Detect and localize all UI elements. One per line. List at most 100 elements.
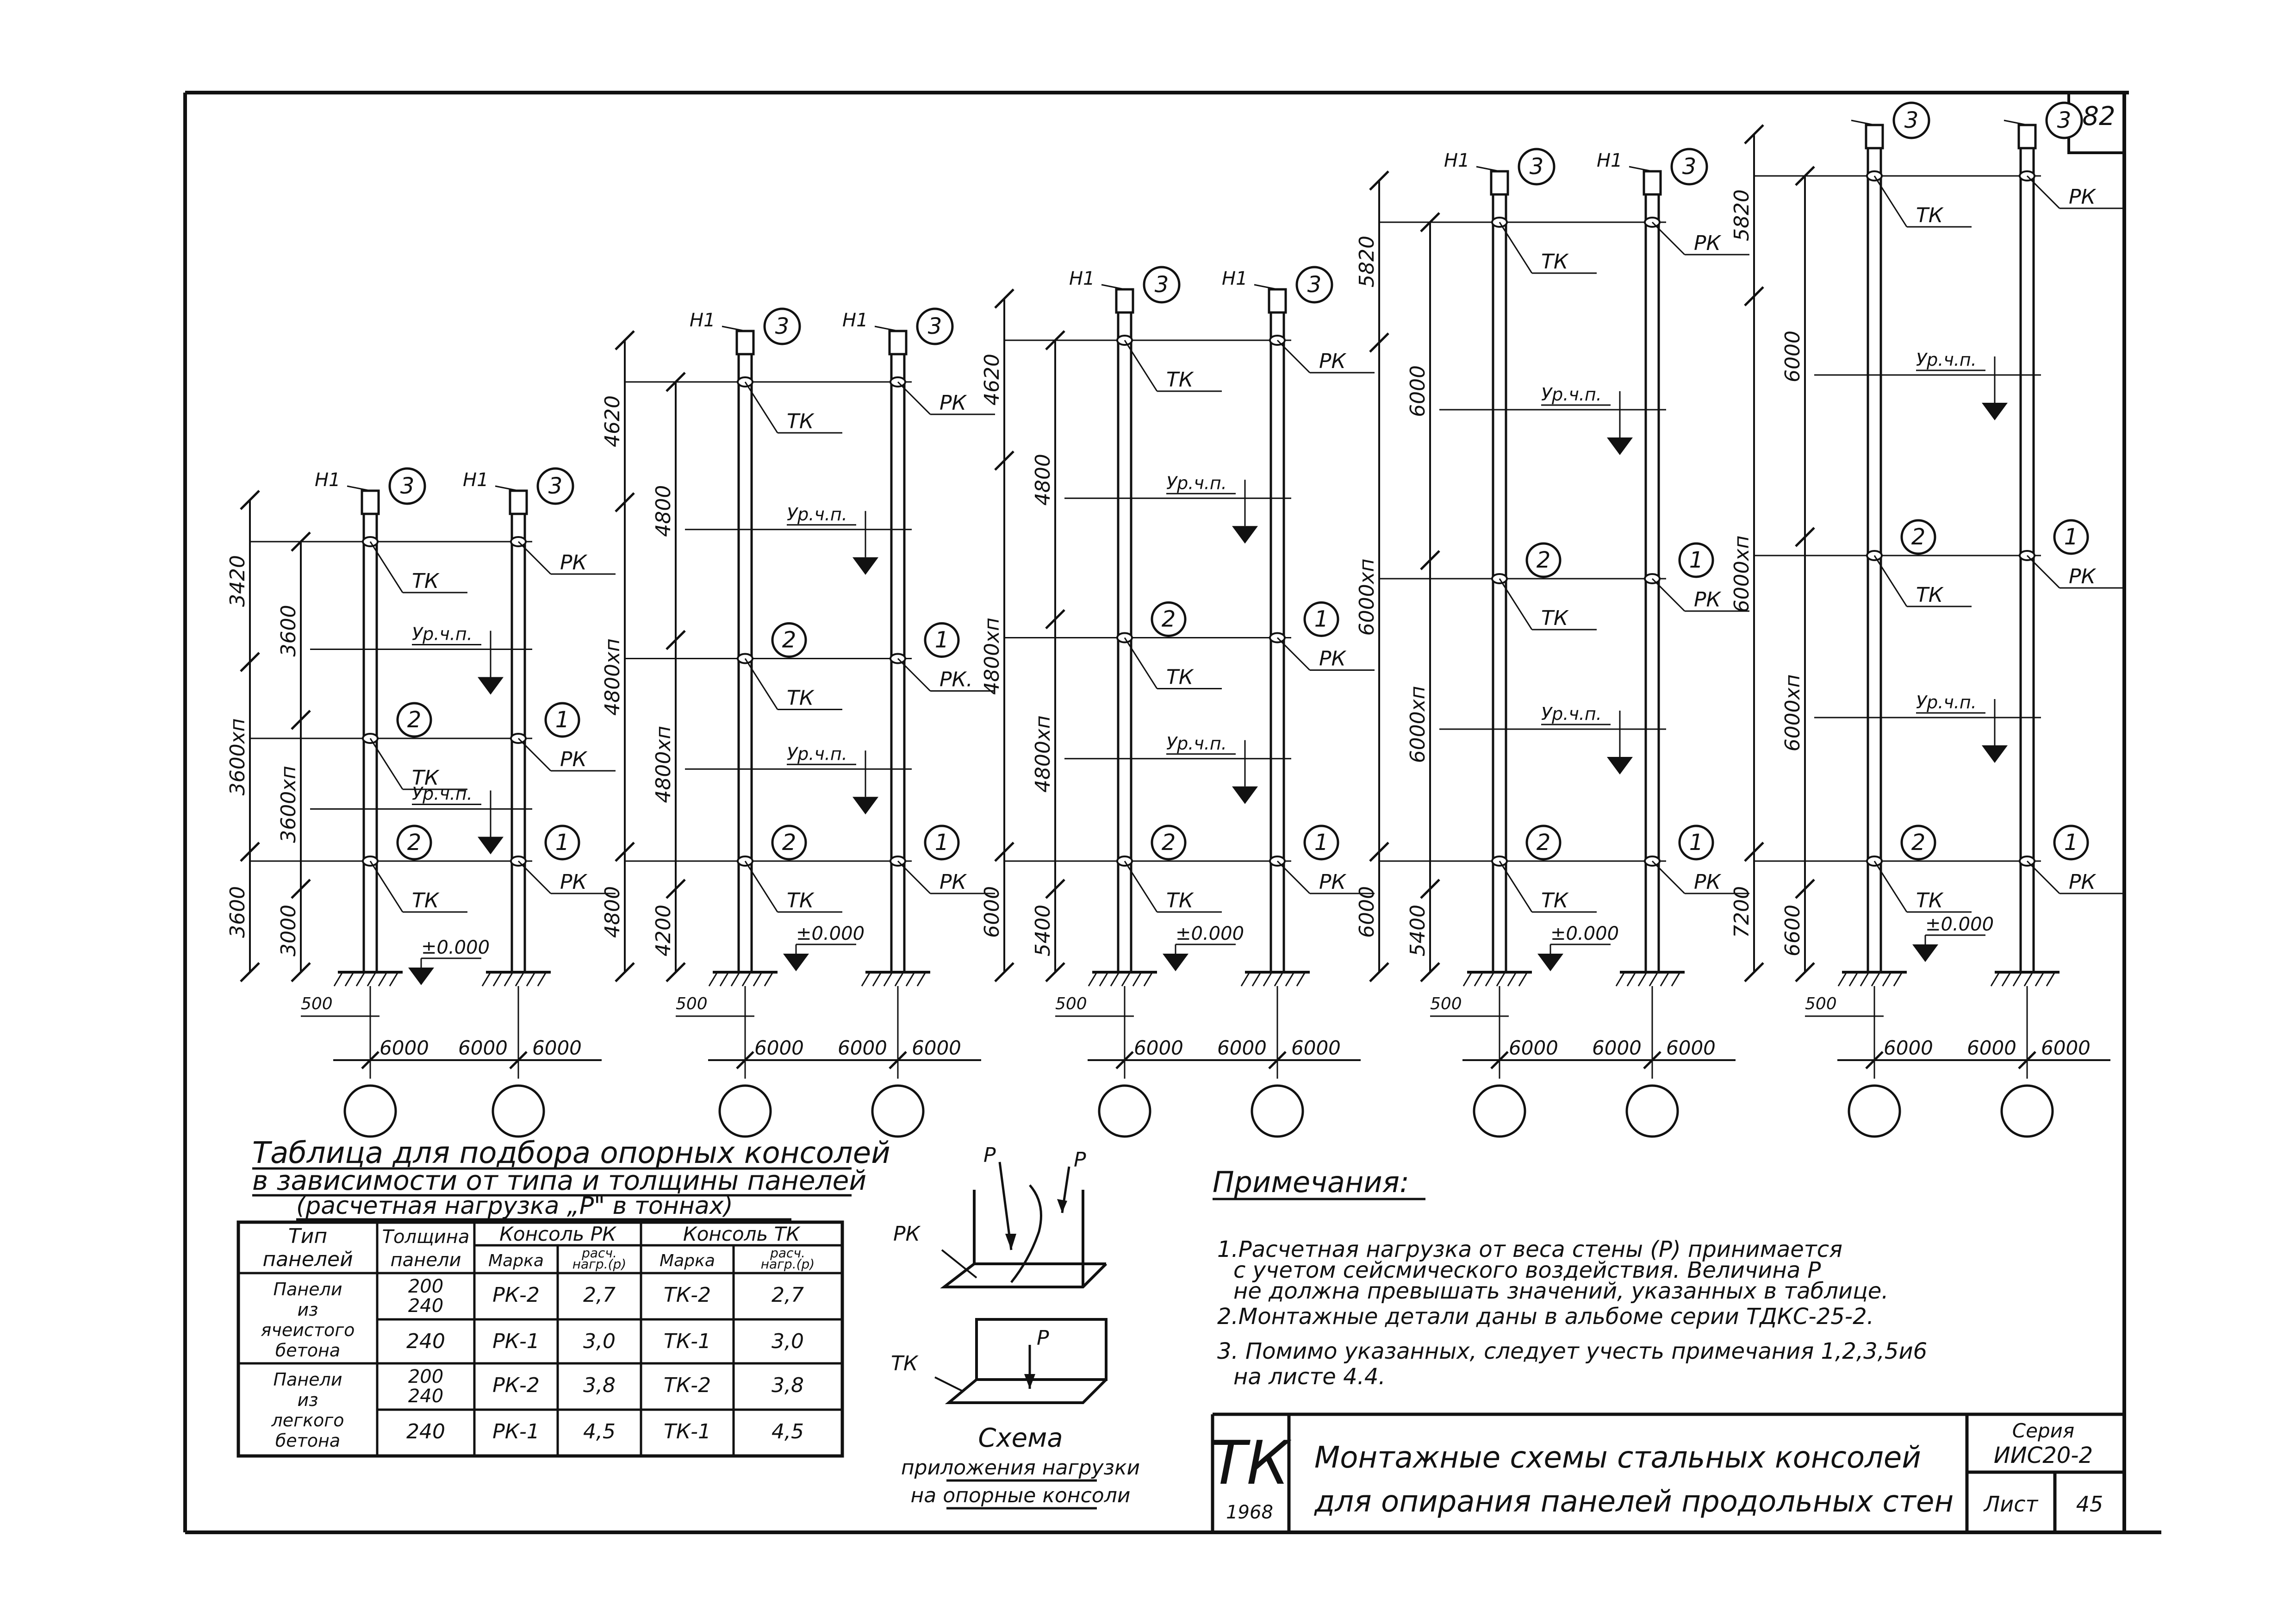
tk-label-1: ТК [1541, 250, 1569, 274]
top-level-label-2: Н1 [1222, 268, 1248, 289]
cell-thickness-a: 200 [408, 1276, 443, 1297]
tk-leader-1 [744, 381, 778, 433]
ground-hatch [1132, 972, 1142, 987]
ground-hatch [1263, 972, 1273, 987]
level-label-2: Ур.ч.п. [412, 784, 473, 804]
grid-axis-bubble-1 [718, 1084, 772, 1138]
cell-pk-load: 2,7 [583, 1283, 616, 1307]
dim-inner-3: 4200 [652, 905, 675, 956]
mark-1-2-label: 1 [1689, 830, 1704, 856]
tk-leader-1 [1873, 175, 1908, 227]
pk-console-label: РК [893, 1222, 921, 1246]
cell-tk-load: 4,5 [772, 1420, 804, 1443]
pk-label-1: РК [560, 551, 588, 575]
pk-label-1: РК [1694, 231, 1722, 255]
dim-inner-1: 6000 [1406, 365, 1430, 417]
ground-hatch [905, 972, 915, 987]
pk-label-1: РК [940, 391, 967, 415]
mark-3-col2-label: 3 [928, 313, 942, 339]
ground-hatch [1143, 972, 1153, 987]
column-2-cap [888, 330, 908, 356]
cell-thickness: 240 [406, 1330, 445, 1353]
ground-hatch [1285, 972, 1295, 987]
th-thickness-2: панели [391, 1249, 461, 1271]
th-tk-load-2: нагр.(р) [761, 1256, 815, 1272]
mark-3-col2-label: 3 [2057, 107, 2072, 133]
level-triangle-1 [1982, 403, 2008, 420]
dim-inner-tick [1420, 879, 1440, 899]
mark-2-2-label: 2 [1911, 830, 1926, 856]
th-pk-mark: Марка [488, 1251, 544, 1270]
dim-bottom-tick [1268, 1051, 1287, 1069]
tk-label-2: ТК [412, 766, 440, 790]
ground-hatch [1990, 972, 2000, 987]
offset-label: 500 [301, 994, 333, 1013]
tk-leader-2 [744, 658, 778, 710]
dim-outer-tick [615, 842, 635, 862]
mark-3-col1 [763, 307, 801, 345]
ground-hatch [730, 972, 740, 987]
top-leader-2 [495, 485, 519, 492]
scheme-caption-3: на опорные консоли [911, 1484, 1131, 1507]
cell-pk-mark: РК-1 [492, 1330, 540, 1353]
mark-3-col2 [916, 307, 954, 345]
mark-3-col2-label: 3 [1682, 154, 1697, 180]
top-leader-2 [2004, 119, 2028, 126]
cell-thickness-b: 240 [408, 1295, 443, 1317]
dim-bottom-1: 6000 [1884, 1037, 1933, 1059]
cell-tk-mark: ТК-2 [664, 1283, 711, 1307]
scheme-caption-2: приложения нагрузки [901, 1456, 1140, 1480]
title-block-grid [1211, 1412, 2124, 1532]
tk-leader-3 [1499, 861, 1533, 912]
zero-level-label: ±0.000 [421, 937, 490, 958]
mark-3-col2 [2045, 101, 2083, 139]
cell-pk-load: 4,5 [583, 1420, 616, 1443]
top-level-label-1: Н1 [315, 469, 341, 491]
top-leader-1 [722, 325, 746, 332]
dim-bottom-2: 6000 [1967, 1037, 2016, 1059]
column-2-cap [509, 489, 528, 515]
level-label-1: Ур.ч.п. [1916, 350, 1977, 370]
grid-axis-bubble-2 [492, 1084, 545, 1138]
zero-level-triangle [783, 954, 809, 971]
mark-1-2 [1678, 824, 1714, 861]
cell-type-1-1: Панели [273, 1279, 342, 1299]
pk-load-label-1: Р [983, 1143, 996, 1167]
dim-outer-tick [1369, 170, 1389, 191]
dim-inner-tick [666, 879, 686, 899]
mark-2-2-label: 2 [1537, 830, 1551, 856]
mark-1-2 [544, 824, 580, 861]
th-pk-group: Консоль РК [499, 1223, 617, 1245]
table-caption-1: Таблица для подбора опорных консолей [252, 1136, 890, 1170]
dim-outer-tick [994, 842, 1014, 862]
ground-hatch [1088, 972, 1098, 987]
pk-leader [941, 1249, 977, 1279]
mark-2-2-label: 2 [782, 830, 796, 856]
note-line-3: не должна превышать значений, указанных … [1233, 1278, 1889, 1304]
mark-1-2 [2053, 824, 2089, 861]
tk-leader-2 [1873, 555, 1908, 607]
ground-hatch [344, 972, 355, 987]
pk-label-3: РК [2069, 870, 2097, 894]
sheet-value: 45 [2076, 1492, 2103, 1517]
cell-tk-mark: ТК-1 [664, 1330, 711, 1353]
tk-leader-3 [369, 861, 404, 912]
dim-outer-tick [1744, 842, 1764, 862]
tk-leader-1 [1124, 340, 1158, 392]
mark-2-2 [1151, 824, 1187, 861]
mark-3-col1-label: 3 [1904, 107, 1919, 133]
sheet-label: Лист [1983, 1492, 2039, 1517]
pk-leader-1 [517, 541, 552, 575]
dim-bottom-2: 6000 [1217, 1037, 1267, 1059]
tk-label-1: ТК [1166, 368, 1194, 392]
ground-hatch [515, 972, 525, 987]
level-label-1: Ур.ч.п. [787, 504, 847, 525]
column-1-cap [1490, 170, 1509, 196]
dim-outer-tick [994, 450, 1014, 471]
dim-inner-tick [1045, 330, 1065, 350]
level-label-2: Ур.ч.п. [1541, 704, 1602, 724]
cell-tk-mark: ТК-1 [664, 1420, 711, 1443]
note-line-6: на листе 4.4. [1233, 1364, 1386, 1390]
